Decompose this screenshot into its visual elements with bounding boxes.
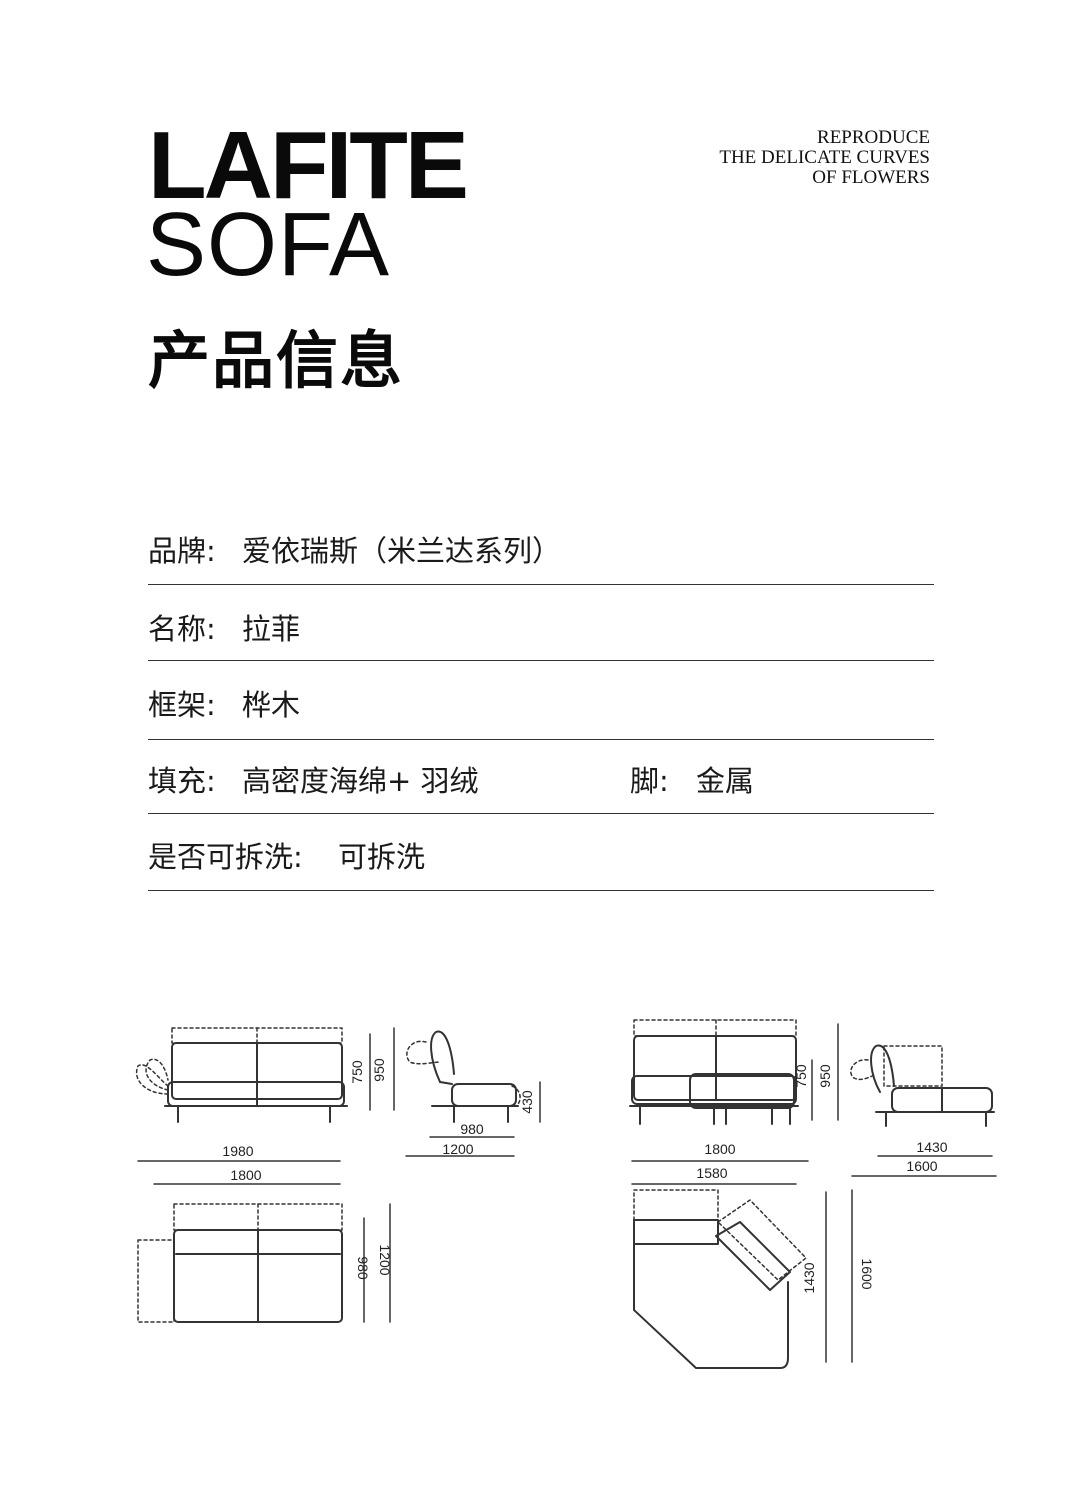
tagline: REPRODUCE THE DELICATE CURVES OF FLOWERS [719,128,930,188]
tagline-line-1: REPRODUCE [817,127,930,148]
dim-straight-width-body: 1800 [230,1167,261,1183]
spec-value-legs: 金属 [696,764,755,798]
spec-row-washable: 是否可拆洗: 可拆洗 [148,834,934,891]
dim-straight-depth-seat: 980 [460,1121,484,1137]
dim-corner-height-total: 950 [817,1064,833,1088]
dim-corner-side-depth-total: 1600 [906,1158,937,1174]
spec-value: 拉菲 [242,612,301,646]
spec-row-name: 名称: 拉菲 [148,606,934,661]
dim-corner-top-depth-total: 1600 [859,1258,875,1289]
dim-straight-height-total: 950 [371,1058,387,1082]
spec-value: 可拆洗 [338,840,426,874]
tagline-line-3: OF FLOWERS [812,167,930,188]
spec-label: 名称: [148,612,216,646]
spec-row-filling: 填充: 高密度海绵+ 羽绒 脚: 金属 [148,758,934,814]
brand-subtitle: SOFA [146,195,391,295]
dimension-drawings: 1980 1800 750 950 980 1200 430 980 1200 … [135,1019,997,1369]
straight-sofa-side-view [405,1030,541,1157]
spec-row-frame: 框架: 桦木 [148,682,934,740]
straight-sofa-top-view [137,1203,391,1323]
spec-label-legs: 脚: [630,764,669,798]
dim-corner-top-depth-seat: 1430 [801,1262,817,1293]
spec-value: 桦木 [242,688,301,722]
spec-row-brand: 品牌: 爱依瑞斯（米兰达系列） [148,528,934,585]
corner-sofa-top-view [633,1189,853,1369]
tagline-line-2: THE DELICATE CURVES [719,147,930,168]
dim-corner-side-depth-seat: 1430 [916,1139,947,1155]
spec-label: 填充: [148,764,216,798]
spec-label: 是否可拆洗: [148,840,303,874]
spec-label: 框架: [148,688,216,722]
straight-sofa-front-view [135,1027,395,1185]
dimension-labels: 1980 1800 750 950 980 1200 430 980 1200 … [222,1058,947,1293]
brand-title: LAFITE [148,112,469,219]
dim-straight-top-depth-total: 1200 [377,1244,393,1275]
spec-label: 品牌: [148,534,216,568]
dim-corner-width-body: 1580 [696,1165,727,1181]
dim-corner-width-total: 1800 [704,1141,735,1157]
dim-straight-depth-total: 1200 [442,1141,473,1157]
section-title: 产品信息 [148,324,405,397]
dim-straight-height-seat-back: 750 [349,1060,365,1084]
dim-corner-height-seat-back: 750 [793,1064,809,1088]
dim-straight-seat-height: 430 [519,1090,535,1114]
corner-sofa-front-view [629,1019,839,1185]
dim-straight-width-total: 1980 [222,1143,253,1159]
spec-value: 爱依瑞斯（米兰达系列） [242,534,562,568]
spec-value: 高密度海绵+ 羽绒 [242,764,479,798]
dim-straight-top-depth-seat: 980 [355,1256,371,1280]
corner-sofa-side-view [850,1044,997,1177]
